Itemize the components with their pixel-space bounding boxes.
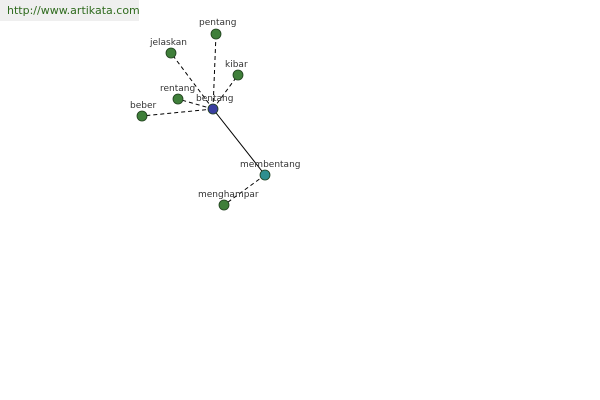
- node-kibar[interactable]: kibar: [225, 60, 248, 81]
- node-bentang[interactable]: bentang: [196, 94, 233, 115]
- edge-bentang-pentang: [212, 33, 217, 110]
- node-dot-beber[interactable]: [136, 110, 148, 122]
- node-label-kibar[interactable]: kibar: [225, 60, 248, 70]
- edge-bentang-membentang: [212, 108, 266, 176]
- node-dot-bentang[interactable]: [207, 103, 219, 115]
- edges-layer: [141, 33, 266, 206]
- node-label-pentang[interactable]: pentang: [199, 18, 236, 28]
- edge-membentang-menghampar: [223, 174, 266, 206]
- node-beber[interactable]: beber: [130, 101, 157, 122]
- node-dot-menghampar[interactable]: [218, 199, 230, 211]
- node-dot-membentang[interactable]: [259, 169, 271, 181]
- node-dot-pentang[interactable]: [210, 28, 222, 40]
- source-url-bar: http://www.artikata.com: [0, 0, 140, 21]
- edge-bentang-kibar: [212, 74, 239, 110]
- node-jelaskan[interactable]: jelaskan: [149, 38, 187, 59]
- node-label-bentang[interactable]: bentang: [196, 94, 233, 104]
- node-dot-kibar[interactable]: [232, 69, 244, 81]
- node-membentang[interactable]: membentang: [240, 160, 301, 181]
- node-label-beber[interactable]: beber: [130, 101, 157, 111]
- node-label-menghampar[interactable]: menghampar: [198, 190, 259, 200]
- node-dot-jelaskan[interactable]: [165, 47, 177, 59]
- node-pentang[interactable]: pentang: [199, 18, 236, 40]
- edge-bentang-jelaskan: [170, 52, 214, 110]
- node-rentang[interactable]: rentang: [160, 84, 195, 105]
- node-label-rentang[interactable]: rentang: [160, 84, 195, 94]
- edge-bentang-rentang: [177, 98, 214, 110]
- source-url-link[interactable]: http://www.artikata.com: [7, 4, 140, 17]
- node-dot-rentang[interactable]: [172, 93, 184, 105]
- edge-bentang-beber: [141, 108, 214, 117]
- node-menghampar[interactable]: menghampar: [198, 190, 259, 211]
- node-label-membentang[interactable]: membentang: [240, 160, 301, 170]
- node-label-jelaskan[interactable]: jelaskan: [149, 38, 187, 48]
